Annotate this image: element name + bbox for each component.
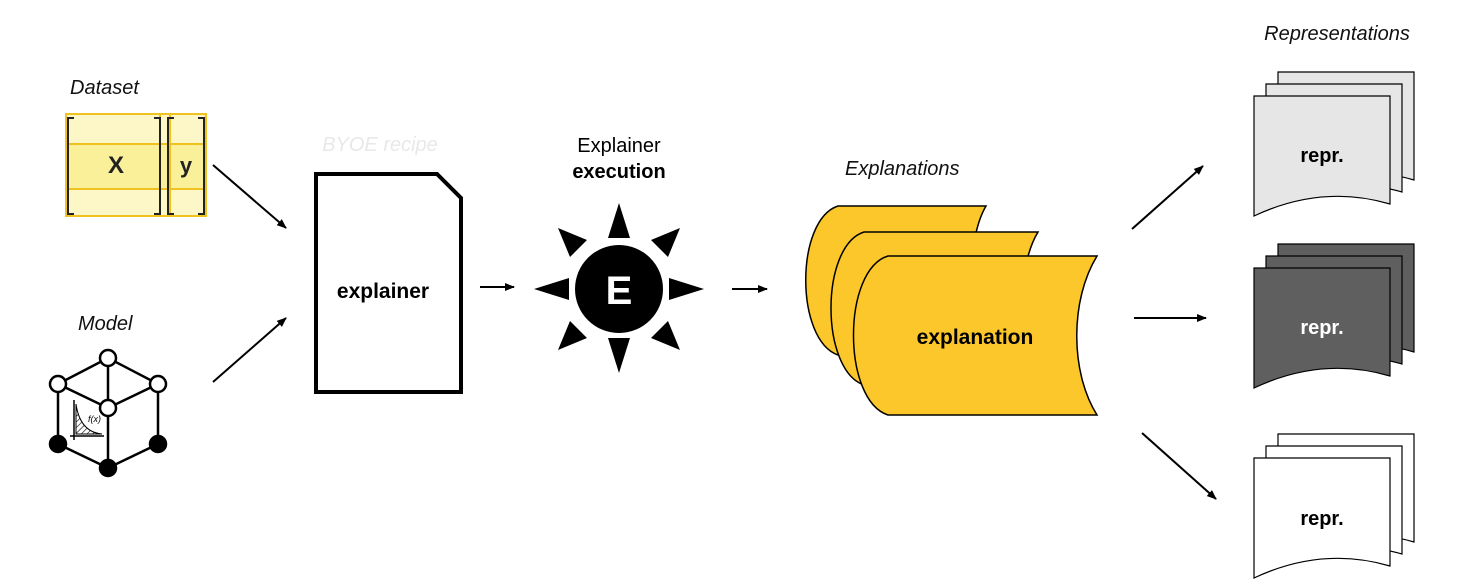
explanation-front-text: explanation: [917, 326, 1034, 349]
model-label: Model: [78, 313, 133, 335]
explanations-label: Explanations: [845, 158, 960, 180]
dataset-label: Dataset: [70, 77, 140, 99]
arrow-dataset-to-recipe: [212, 164, 287, 229]
dataset-y-symbol: y: [180, 153, 193, 178]
explanations-stack: [805, 205, 1099, 416]
dataset-matrix: X y: [65, 113, 207, 217]
repr-stack-dark: [1253, 243, 1415, 389]
repr-stack-light: [1253, 71, 1415, 217]
execution-glyph: E: [606, 269, 633, 313]
repr-stack-white: [1253, 433, 1415, 579]
arrow-to-repr-1: [1131, 165, 1204, 230]
explanation-sheet-front: [852, 255, 1099, 416]
recipe-label: BYOE recipe: [322, 134, 438, 156]
arrow-to-repr-3: [1141, 432, 1217, 500]
model-fx-label: f(x): [88, 414, 101, 424]
recipe-document-icon: [314, 172, 463, 394]
representations-label: Representations: [1264, 23, 1410, 45]
repr-text-white: repr.: [1300, 508, 1343, 530]
arrow-model-to-recipe: [212, 317, 287, 383]
execution-label-line2: execution: [572, 161, 665, 183]
execution-label-line1: Explainer: [577, 135, 661, 157]
execution-sun-icon: [534, 203, 704, 373]
recipe-document-text: explainer: [337, 280, 429, 303]
model-cube-icon: [48, 348, 168, 478]
dataset-x-symbol: X: [108, 152, 124, 179]
repr-text-light: repr.: [1300, 145, 1343, 167]
repr-text-dark: repr.: [1300, 317, 1343, 339]
